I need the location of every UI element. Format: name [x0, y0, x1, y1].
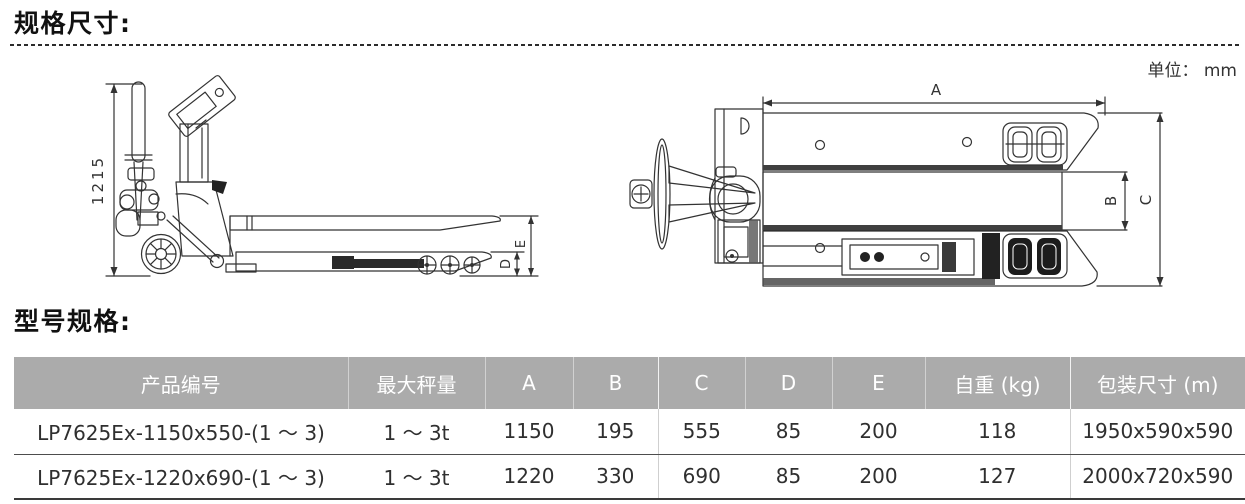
cell-a: 1150: [485, 409, 573, 455]
top-view-lines: [629, 96, 1164, 287]
cell-package-size: 1950x590x590: [1070, 409, 1245, 455]
cell-product-no: LP7625Ex-1150x550-(1 ～ 3): [14, 409, 348, 455]
cell-package-size: 2000x720x590: [1070, 454, 1245, 500]
model-spec-heading: 型号规格:: [14, 307, 132, 336]
dim-label-a: A: [931, 81, 942, 99]
cell-d: 85: [745, 454, 832, 500]
column-header-b: B: [573, 357, 659, 409]
dim-label-e: E: [514, 240, 529, 248]
dim-label-d: D: [499, 259, 514, 269]
column-header-c: C: [658, 357, 746, 409]
table-row: LP7625Ex-1150x550-(1 ～ 3) 1 ～ 3t 1150 19…: [14, 409, 1245, 455]
cell-e: 200: [832, 454, 925, 500]
cell-b: 195: [573, 409, 659, 455]
column-header-package-size: 包装尺寸 (m): [1070, 357, 1245, 409]
cell-weight: 118: [925, 409, 1071, 455]
column-header-weight: 自重 (kg): [925, 357, 1071, 409]
cell-product-no: LP7625Ex-1220x690-(1 ～ 3): [14, 454, 348, 500]
spec-dimensions-heading: 规格尺寸:: [14, 9, 132, 38]
cell-c: 690: [658, 454, 745, 500]
column-header-max-capacity: 最大秤量: [348, 357, 486, 409]
top-view-drawing: A B C: [629, 81, 1164, 287]
table-header-row: 产品编号 最大秤量 A B C D E 自重 (kg) 包装尺寸 (m): [14, 357, 1245, 409]
column-header-d: D: [745, 357, 833, 409]
dim-label-1215: 1215: [89, 155, 107, 205]
table-row: LP7625Ex-1220x690-(1 ～ 3) 1 ～ 3t 1220 33…: [14, 454, 1245, 500]
dim-label-b: B: [1102, 196, 1120, 206]
cell-d: 85: [745, 409, 832, 455]
cell-a: 1220: [485, 454, 573, 500]
dim-label-c: C: [1137, 195, 1155, 205]
column-header-e: E: [832, 357, 926, 409]
side-view-lines: [105, 75, 539, 277]
cell-c: 555: [658, 409, 745, 455]
cell-max-capacity: 1 ～ 3t: [348, 409, 485, 455]
column-header-a: A: [485, 357, 574, 409]
side-view-drawing: 1215 D E: [89, 75, 539, 277]
cell-max-capacity: 1 ～ 3t: [348, 454, 485, 500]
column-header-product-no: 产品编号: [14, 357, 349, 409]
cell-weight: 127: [925, 454, 1071, 500]
cell-e: 200: [832, 409, 925, 455]
dashed-divider: [10, 44, 1239, 46]
cell-b: 330: [573, 454, 659, 500]
spec-table: 产品编号 最大秤量 A B C D E 自重 (kg) 包装尺寸 (m) LP7…: [14, 357, 1245, 500]
unit-label: 单位： mm: [1147, 61, 1237, 81]
